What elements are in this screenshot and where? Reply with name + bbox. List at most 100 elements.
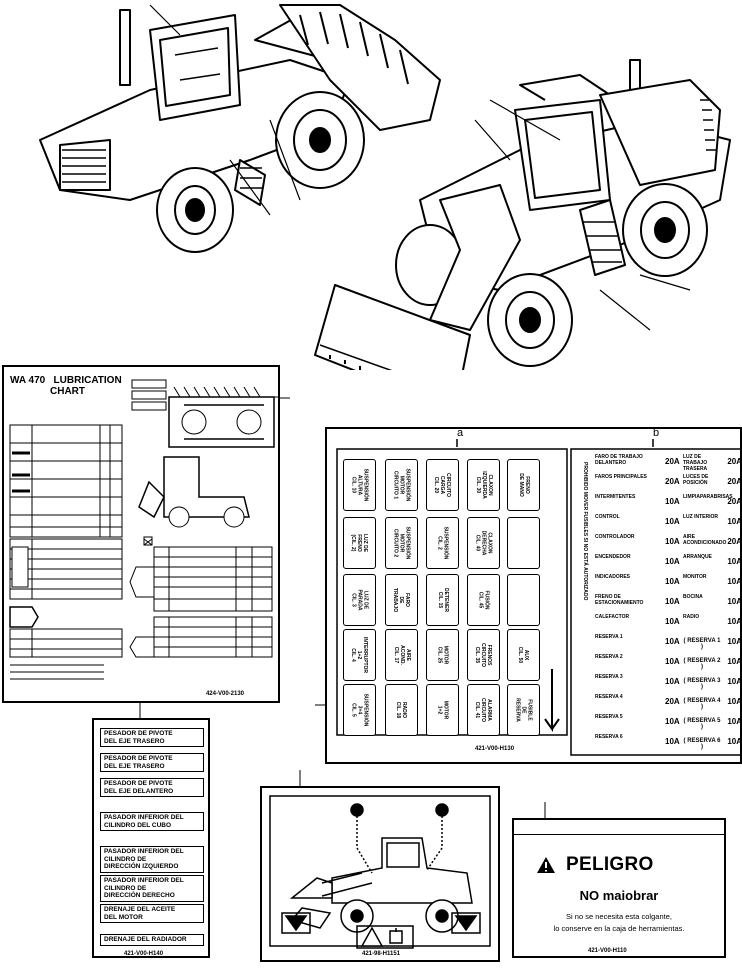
fuse-rating-right: 10A <box>727 597 742 606</box>
fuse-rating-right: 10A <box>727 717 742 726</box>
fuse-rating-left: 10A <box>665 557 680 566</box>
fuse-circuit-right: ( RESERVA 6 ) <box>683 738 721 750</box>
fuse-rating-left: 10A <box>665 717 680 726</box>
fuse-circuit-left: FARO DE TRABAJO DELANTERO <box>595 454 643 466</box>
fuse-slot: FRENO DE MANO <box>507 459 540 511</box>
fuse-circuit-left: INDICADORES <box>595 574 631 580</box>
fuse-panel-callout-b: b <box>653 427 660 439</box>
fuse-circuit-right: LUCES DE POSICIÓN <box>683 474 709 486</box>
fuse-rating-right: 10A <box>727 617 742 626</box>
fuse-slot: CLAXON DERECHA CIL. 40 <box>467 517 500 569</box>
warning-line-2: lo conserve en la caja de herramientas. <box>553 924 685 933</box>
lubrication-chart-title: WA 470 LUBRICATION CHART <box>10 375 122 397</box>
lubrication-tag: PASADOR INFERIOR DEL CILINDRO DEL CUBO <box>100 812 204 831</box>
fuse-slot: CIRCUITO CARGA CIL. 20 <box>426 459 459 511</box>
lubrication-title: LUBRICATION <box>53 375 122 386</box>
tags-panel-part-number: 421-V00-H140 <box>124 951 164 957</box>
lubrication-tag: PASADOR INFERIOR DEL CILINDRO DE DIRECCI… <box>100 846 204 873</box>
fuse-rating-left: 10A <box>665 677 680 686</box>
fuse-slot: ALARMA CIRCUITO CIL. 41 <box>467 684 500 736</box>
lifting-panel-part-number: 421-98-H1151 <box>362 951 401 957</box>
warning-header: PELIGRO <box>536 854 654 876</box>
fuse-slot: INTERRUPTOR 1+2 CIL. 4 <box>343 629 376 681</box>
fuse-slot: MOTOR CIL. 25 <box>426 629 459 681</box>
fuse-circuit-left: CONTROL <box>595 514 620 520</box>
fuse-rating-right: 10A <box>727 577 742 586</box>
fuse-circuit-right: ( RESERVA 3 ) <box>683 678 721 690</box>
fuse-slot: SUSPENSIÓN 3+4 CIL. 5 <box>343 684 376 736</box>
fuse-circuit-left: CONTROLADOR <box>595 534 635 540</box>
fuse-circuit-right: AIRE ACONDICIONADO <box>683 534 727 546</box>
fuse-rating-right: 10A <box>727 677 742 686</box>
fuse-rating-left: 10A <box>665 597 680 606</box>
fuse-circuit-left: FRENO DE ESTACIONAMIENTO <box>595 594 644 606</box>
fuse-rating-right: 10A <box>727 517 742 526</box>
warning-subtitle: NO maiobrar <box>579 888 659 903</box>
fuse-circuit-right: LUZ DE TRABAJO TRASERA <box>683 454 708 472</box>
fuse-circuit-left: INTERMITENTES <box>595 494 636 500</box>
fuse-rating-right: 20A <box>727 497 742 506</box>
fuse-box-panel: a b SUSPENSIÓN ALTURA CIL. 10 SUSPENSIÓN … <box>325 427 742 764</box>
fuse-slot <box>507 574 540 626</box>
wheel-loader-rear-view-illustration <box>39 4 731 370</box>
fuse-panel-callout-a: a <box>457 427 464 439</box>
fuse-circuit-left: FAROS PRINCIPALES <box>595 474 647 480</box>
lubrication-tag: DRENAJE DEL ACEITE DEL MOTOR <box>100 904 204 923</box>
fuse-slot: MOTOR 1+2 <box>426 684 459 736</box>
fuse-rating-left: 10A <box>665 657 680 666</box>
fuse-circuit-right: ARRANQUE <box>683 554 712 560</box>
lifting-points-drawing <box>269 795 491 949</box>
fuse-slot: AUX CIL. 50 <box>507 629 540 681</box>
fuse-rating-left: 10A <box>665 497 680 506</box>
fuse-slot: CLAXON IZQUIERDA CIL. 30 <box>467 459 500 511</box>
fuse-circuit-right: RADIO <box>683 614 700 620</box>
lubrication-model: WA 470 <box>10 375 46 386</box>
fuse-panel-frame <box>336 439 742 756</box>
fuse-panel-part-number: 421-V00-H130 <box>475 746 515 752</box>
fuse-circuit-left: RESERVA 5 <box>595 714 623 720</box>
fuse-rating-left: 10A <box>665 577 680 586</box>
fuse-circuit-right: ( RESERVA 2 ) <box>683 658 721 670</box>
fuse-slot: FUSIÓN CIL. 45 <box>467 574 500 626</box>
fuse-slot: FARO DE TRABAJO <box>385 574 418 626</box>
fuse-slot: SUSPENSIÓN ALTURA CIL. 10 <box>343 459 376 511</box>
warning-part-number: 421-V00-H110 <box>588 948 627 954</box>
warning-triangle-icon <box>537 857 555 873</box>
fuse-circuit-left: RESERVA 4 <box>595 694 623 700</box>
fuse-slot: DETENER CIL. 15 <box>426 574 459 626</box>
fuse-rating-left: 10A <box>665 537 680 546</box>
fuse-circuit-right: ( RESERVA 1 ) <box>683 638 721 650</box>
lubrication-tag: PESADOR DE PIVOTE DEL EJE DELANTERO <box>100 778 204 797</box>
fuse-rating-right: 10A <box>727 637 742 646</box>
warning-line-1: Si no se necesita esta colgante, <box>566 912 672 921</box>
fuse-circuit-left: ENCENDEDOR <box>595 554 631 560</box>
fuse-slot: LUZ DE PARADA CIL. 3 <box>343 574 376 626</box>
fuse-circuit-left: RESERVA 6 <box>595 734 623 740</box>
fuse-rating-left: 10A <box>665 517 680 526</box>
fuse-slot: FRENOS CIRCUITO CIL. 35 <box>467 629 500 681</box>
fuse-slot: FUSIBLE DE RESERVA <box>507 684 540 736</box>
fuse-rating-right: 20A <box>727 537 742 546</box>
lubrication-chart-part-number: 424-V00-2130 <box>205 691 244 697</box>
fuse-slot <box>507 517 540 569</box>
fuse-rating-right: 10A <box>727 697 742 706</box>
fuse-rating-right: 10A <box>727 737 742 746</box>
lubrication-tag: PASADOR INFERIOR DEL CILINDRO DE DIRECCI… <box>100 875 204 902</box>
fuse-rating-left: 10A <box>665 737 680 746</box>
fuse-rating-left: 20A <box>665 477 680 486</box>
fuse-circuit-right: ( RESERVA 5 ) <box>683 718 721 730</box>
fuse-circuit-right: ( RESERVA 4 ) <box>683 698 721 710</box>
fuse-slot: AIRE ACOND. CIL. 17 <box>385 629 418 681</box>
fuse-circuit-left: RESERVA 1 <box>595 634 623 640</box>
fuse-rating-right: 10A <box>727 657 742 666</box>
